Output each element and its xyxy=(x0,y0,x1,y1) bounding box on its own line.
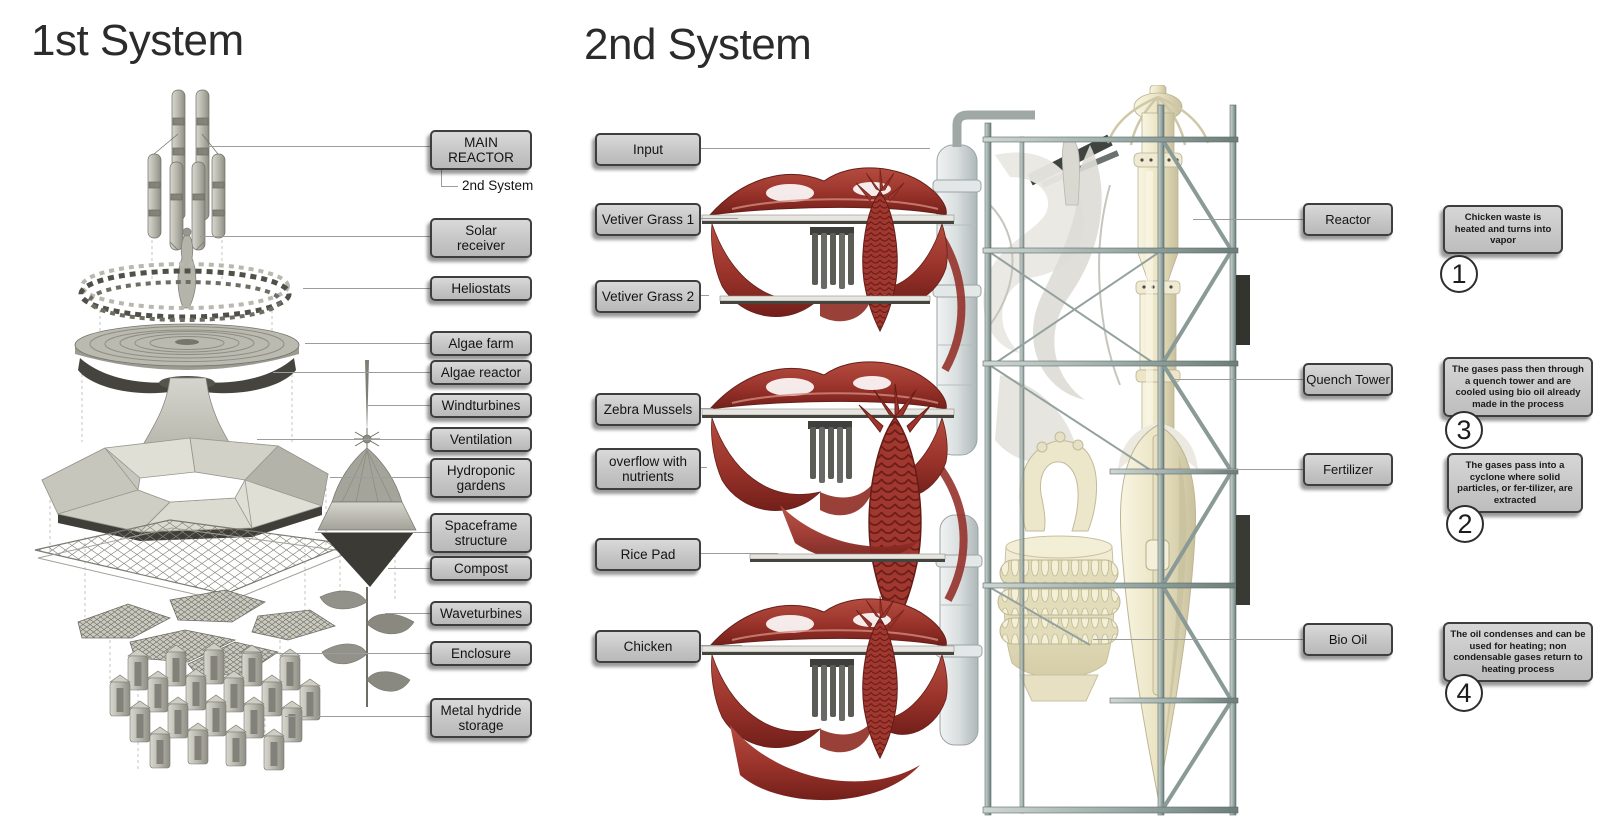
subnote-2nd-system: 2nd System xyxy=(462,178,534,193)
label-bio-oil: Bio Oil xyxy=(1303,623,1393,656)
label-compost: Compost xyxy=(430,556,532,581)
enclosure-render xyxy=(77,589,336,677)
label-zebra-mussels: Zebra Mussels xyxy=(595,393,701,426)
barrel-render xyxy=(997,535,1121,702)
connector-line xyxy=(303,288,430,289)
side-spire-render xyxy=(317,360,417,707)
spaceframe-render xyxy=(34,519,352,603)
connector-line xyxy=(200,236,430,237)
system2-illustration xyxy=(701,85,1250,816)
label-ventilation: Ventilation xyxy=(430,427,532,452)
connector-line xyxy=(1155,469,1303,470)
connector-line xyxy=(441,186,458,187)
label-waveturbines: Waveturbines xyxy=(430,601,532,626)
label-windturbines: Windturbines xyxy=(430,393,532,418)
system1-title: 1st System xyxy=(31,16,244,65)
label-chicken: Chicken xyxy=(595,630,701,663)
label-input: Input xyxy=(595,133,701,166)
label-vetiver-grass-1: Vetiver Grass 1 xyxy=(595,203,701,236)
label-reactor: Reactor xyxy=(1303,203,1393,236)
label-overflow-with-nutrients: overflow with nutrients xyxy=(595,448,701,490)
label-solar-receiver: Solar receiver xyxy=(430,218,532,258)
step-number-4: 4 xyxy=(1445,674,1483,712)
connector-line xyxy=(701,645,742,646)
note-step-2: The gases pass into a cyclone where soli… xyxy=(1447,453,1583,513)
label-algae-farm: Algae farm xyxy=(430,331,532,356)
system1-illustration xyxy=(34,89,417,772)
step-number-3: 3 xyxy=(1445,411,1483,449)
note-step-1: Chicken waste is heated and turns into v… xyxy=(1443,205,1563,254)
label-enclosure: Enclosure xyxy=(430,641,532,666)
label-vetiver-grass-2: Vetiver Grass 2 xyxy=(595,280,701,313)
connector-line xyxy=(701,408,713,409)
heliostats-render xyxy=(78,262,292,322)
algae-farm-render xyxy=(74,323,300,370)
label-main-reactor: MAIN REACTOR xyxy=(430,130,532,170)
connector-line xyxy=(207,146,430,147)
metal-hydride-render xyxy=(109,642,321,771)
step-number-2: 2 xyxy=(1446,505,1484,543)
step-number-1: 1 xyxy=(1440,255,1478,293)
connector-line xyxy=(1193,219,1303,220)
label-metal-hydride-storage: Metal hydride storage xyxy=(430,698,532,738)
scaffold-render xyxy=(982,104,1250,816)
organic-web-render xyxy=(983,136,1121,464)
connector-line xyxy=(305,343,430,344)
note-step-3: The gases pass then through a quench tow… xyxy=(1443,357,1593,417)
label-fertilizer: Fertilizer xyxy=(1303,453,1393,486)
connector-line xyxy=(367,405,430,406)
connector-line xyxy=(701,467,707,468)
label-quench-tower: Quench Tower xyxy=(1303,363,1393,396)
connector-line xyxy=(701,148,930,149)
label-heliostats: Heliostats xyxy=(430,276,532,301)
main-reactor-render xyxy=(147,89,226,251)
connector-line xyxy=(285,716,430,717)
connector-line xyxy=(701,295,709,296)
label-spaceframe-structure: Spaceframe structure xyxy=(430,513,532,553)
connector-line xyxy=(385,613,430,614)
connector-line xyxy=(441,167,442,187)
connector-line xyxy=(257,439,430,440)
hydroponic-gardens-render xyxy=(41,437,329,541)
connector-line xyxy=(1170,379,1303,380)
crown-render xyxy=(1019,431,1098,532)
label-hydroponic-gardens: Hydroponic gardens xyxy=(430,458,532,498)
vetiver-modules-render xyxy=(701,166,968,801)
note-step-4: The oil condenses and can be used for he… xyxy=(1443,622,1593,682)
connector-line xyxy=(388,568,430,569)
label-rice-pad: Rice Pad xyxy=(595,538,701,571)
connector-line xyxy=(701,553,778,554)
system2-title: 2nd System xyxy=(584,20,812,69)
connector-line xyxy=(315,532,430,533)
connector-line xyxy=(701,218,738,219)
connector-line xyxy=(230,653,430,654)
connector-line xyxy=(330,477,430,478)
connector-line xyxy=(273,372,430,373)
connector-line xyxy=(1093,639,1303,640)
label-algae-reactor: Algae reactor xyxy=(430,360,532,385)
